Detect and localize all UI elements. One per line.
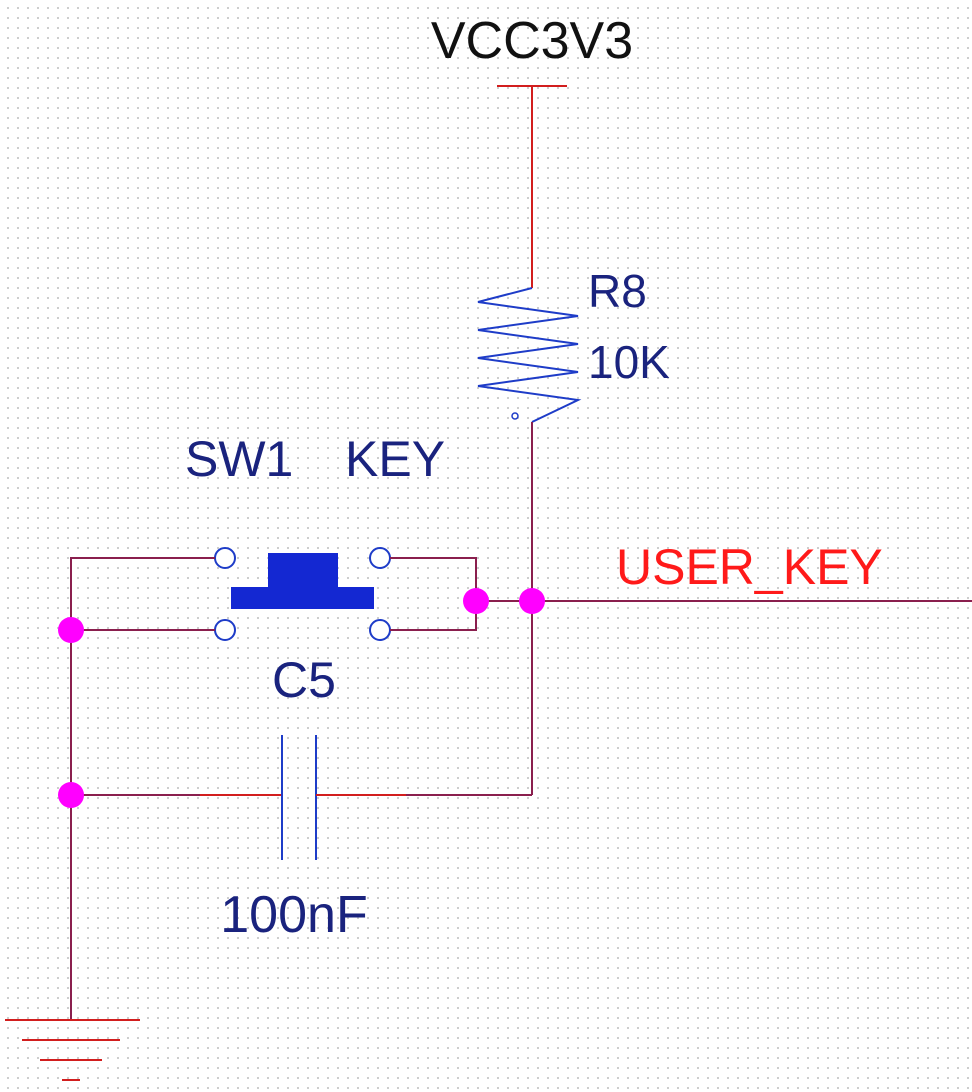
junction-dot [58, 617, 84, 643]
resistor-ref-label: R8 [588, 265, 647, 317]
junction-dot [519, 588, 545, 614]
switch-pin-3 [369, 547, 391, 569]
vcc-label: VCC3V3 [431, 12, 633, 70]
junction-dot [463, 588, 489, 614]
switch-sw1 [214, 547, 391, 641]
switch-plunger [231, 587, 374, 609]
switch-pin-1 [214, 547, 236, 569]
capacitor-ref-label: C5 [272, 652, 336, 708]
capacitor-c5 [71, 735, 532, 860]
resistor-value-label: 10K [588, 336, 670, 388]
switch-right-wire [390, 557, 477, 631]
junction-dot [58, 782, 84, 808]
switch-pin-2 [214, 619, 236, 641]
left-net-wire [70, 557, 215, 1020]
ground-symbol [5, 1019, 140, 1081]
capacitor-value-label: 100nF [220, 886, 367, 944]
vcc-power-symbol [497, 85, 567, 288]
switch-ref-label: SW1 [185, 431, 293, 487]
switch-pin-4 [369, 619, 391, 641]
net-label-user-key: USER_KEY [616, 539, 883, 595]
switch-actuator [268, 553, 338, 589]
resistor-r8 [477, 287, 582, 423]
switch-value-label: KEY [345, 431, 445, 487]
